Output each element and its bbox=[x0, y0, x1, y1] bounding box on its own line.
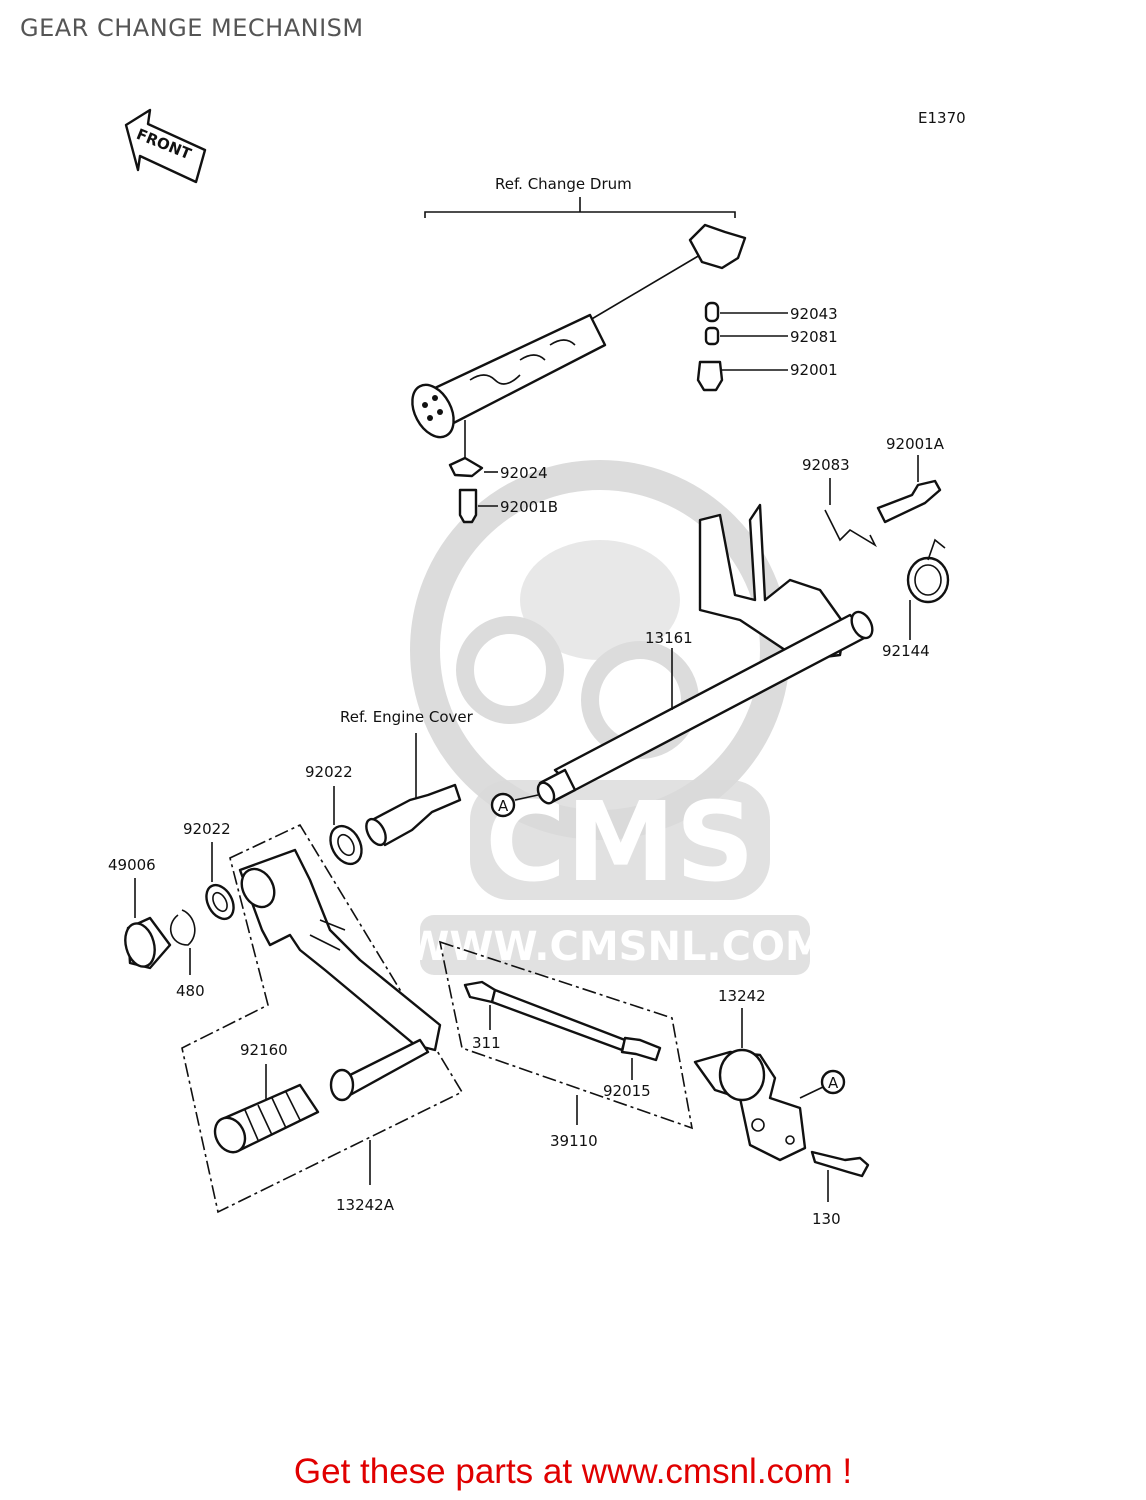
change-drum-reference: Ref. Change Drum bbox=[424, 175, 736, 218]
change-drum bbox=[411, 223, 747, 460]
engine-cover-stud bbox=[365, 783, 462, 847]
cms-watermark: CMS WWW.CMSNL.COM bbox=[405, 460, 825, 975]
circlip-480 bbox=[169, 909, 196, 946]
page-title: GEAR CHANGE MECHANISM bbox=[20, 14, 364, 42]
shift-shaft-13161: 13161 A bbox=[490, 503, 874, 818]
spring-92081 bbox=[704, 326, 720, 346]
bolt-92001B bbox=[458, 488, 478, 524]
label-130: 130 bbox=[812, 1210, 841, 1228]
bolt-92001A bbox=[876, 479, 942, 524]
cap-49006 bbox=[124, 916, 172, 970]
front-arrow-icon: FRONT bbox=[124, 108, 207, 184]
label-92015: 92015 bbox=[603, 1082, 651, 1100]
label-92144: 92144 bbox=[882, 642, 930, 660]
label-92024: 92024 bbox=[500, 464, 548, 482]
spring-92083 bbox=[824, 509, 877, 548]
pedal-rubber-92160 bbox=[213, 1083, 320, 1154]
label-49006: 49006 bbox=[108, 856, 156, 874]
label-13161: 13161 bbox=[645, 629, 693, 647]
tie-rod-outline bbox=[438, 940, 694, 1130]
label-92022-upper: 92022 bbox=[305, 763, 353, 781]
label-92083: 92083 bbox=[802, 456, 850, 474]
pedal-assembly-outline bbox=[181, 823, 464, 1214]
washer-92022-lower bbox=[205, 883, 235, 921]
label-92001B: 92001B bbox=[500, 498, 558, 516]
ref-change-drum-label: Ref. Change Drum bbox=[495, 175, 632, 193]
shift-pedal-13242A bbox=[238, 848, 442, 1102]
label-92001: 92001 bbox=[790, 361, 838, 379]
bolt-92001 bbox=[696, 360, 724, 392]
watermark-brand: CMS bbox=[485, 778, 754, 906]
label-480: 480 bbox=[176, 982, 205, 1000]
bolt-130 bbox=[810, 1150, 870, 1178]
shift-lever-13242 bbox=[693, 1048, 807, 1162]
get-parts-link[interactable]: Get these parts at www.cmsnl.com ! bbox=[293, 1452, 853, 1491]
tie-rod-39110 bbox=[463, 980, 662, 1062]
ref-engine-cover-label: Ref. Engine Cover bbox=[340, 708, 474, 726]
watermark-url: WWW.CMSNL.COM bbox=[405, 924, 825, 970]
label-92001A: 92001A bbox=[886, 435, 945, 453]
washer-92022-upper bbox=[329, 824, 363, 866]
callout-a-upper: A bbox=[498, 797, 509, 815]
label-13242: 13242 bbox=[718, 987, 766, 1005]
label-39110: 39110 bbox=[550, 1132, 598, 1150]
label-92043: 92043 bbox=[790, 305, 838, 323]
label-92081: 92081 bbox=[790, 328, 838, 346]
label-92022-lower: 92022 bbox=[183, 820, 231, 838]
callout-a-lower: A bbox=[828, 1074, 839, 1092]
plate-92024 bbox=[448, 456, 484, 478]
label-311: 311 bbox=[472, 1034, 501, 1052]
pin-92043 bbox=[704, 301, 720, 323]
diagram-code: E1370 bbox=[918, 109, 966, 127]
label-92160: 92160 bbox=[240, 1041, 288, 1059]
label-13242A: 13242A bbox=[336, 1196, 395, 1214]
